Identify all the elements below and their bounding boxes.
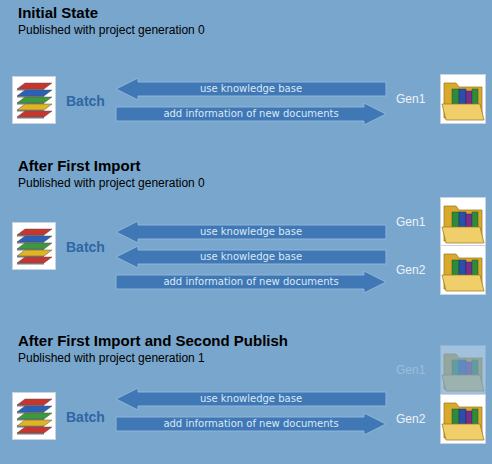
generation-label: Gen1 xyxy=(396,363,425,377)
arrow-label: use knowledge base xyxy=(138,82,364,96)
tray-shape xyxy=(17,236,52,242)
icon-background xyxy=(441,198,486,247)
tray-edge xyxy=(17,117,44,119)
arrow-label: add information of new documents xyxy=(138,275,364,289)
tray-shape xyxy=(17,413,52,419)
folder-icon xyxy=(440,345,486,395)
batch-icon xyxy=(12,392,56,440)
folder-icon xyxy=(440,245,486,295)
folder-front xyxy=(442,375,484,391)
folder-front xyxy=(442,227,484,243)
generation-node: Gen2 xyxy=(392,394,486,444)
block-arrow xyxy=(116,388,386,410)
arrow-label: add information of new documents xyxy=(138,107,364,121)
tray-shape xyxy=(17,420,52,426)
arrow-label: use knowledge base xyxy=(138,250,364,264)
folder-icon xyxy=(440,197,486,247)
generation-node: Gen1 xyxy=(392,346,486,394)
batch-node: Batch xyxy=(12,392,114,442)
section-subheading: Published with project generation 1 xyxy=(18,351,205,365)
tray-shape xyxy=(17,111,52,117)
section-subheading: Published with project generation 0 xyxy=(18,23,205,37)
generation-label: Gen2 xyxy=(396,263,425,277)
batch-label: Batch xyxy=(66,239,105,255)
block-arrow xyxy=(116,103,386,125)
tray-shape xyxy=(17,243,52,249)
block-arrow xyxy=(116,271,386,293)
batch-label: Batch xyxy=(66,409,105,425)
section-heading: After First Import xyxy=(18,157,141,174)
generation-node: Gen1 xyxy=(392,72,486,126)
icon-background xyxy=(441,395,486,444)
tray-shape xyxy=(17,90,52,96)
folder-front xyxy=(442,104,484,120)
tray-shape xyxy=(17,427,52,433)
folder-front xyxy=(442,424,484,440)
batch-icon xyxy=(12,76,56,124)
generation-label: Gen1 xyxy=(396,215,425,229)
folder-front xyxy=(442,275,484,291)
icon-background xyxy=(441,346,486,395)
tray-shape xyxy=(17,229,52,235)
generation-node: Gen2 xyxy=(392,244,486,296)
block-arrow xyxy=(116,78,386,100)
arrow-label: use knowledge base xyxy=(138,392,364,406)
tray-shape xyxy=(17,399,52,405)
icon-background xyxy=(13,223,56,270)
icon-background xyxy=(441,75,486,124)
arrow-label: add information of new documents xyxy=(138,417,364,431)
icon-background xyxy=(441,246,486,295)
tray-shape xyxy=(17,257,52,263)
tray-shape xyxy=(17,104,52,110)
block-arrow xyxy=(116,413,386,435)
batch-node: Batch xyxy=(12,222,114,272)
generation-label: Gen1 xyxy=(396,92,425,106)
batch-icon xyxy=(12,222,56,270)
icon-background xyxy=(13,77,56,124)
tray-shape xyxy=(17,250,52,256)
batch-label: Batch xyxy=(66,93,105,109)
batch-node: Batch xyxy=(12,76,114,126)
tray-shape xyxy=(17,97,52,103)
arrow-label: use knowledge base xyxy=(138,225,364,239)
generation-node: Gen1 xyxy=(392,196,486,248)
icon-background xyxy=(13,393,56,440)
generation-label: Gen2 xyxy=(396,412,425,426)
tray-edge xyxy=(17,263,44,265)
section-heading: After First Import and Second Publish xyxy=(18,332,288,349)
block-arrow xyxy=(116,246,386,268)
folder-icon xyxy=(440,74,486,124)
block-arrow xyxy=(116,221,386,243)
section-subheading: Published with project generation 0 xyxy=(18,176,205,190)
section-heading: Initial State xyxy=(18,4,98,21)
folder-icon xyxy=(440,394,486,444)
tray-edge xyxy=(17,433,44,435)
tray-shape xyxy=(17,83,52,89)
tray-shape xyxy=(17,406,52,412)
